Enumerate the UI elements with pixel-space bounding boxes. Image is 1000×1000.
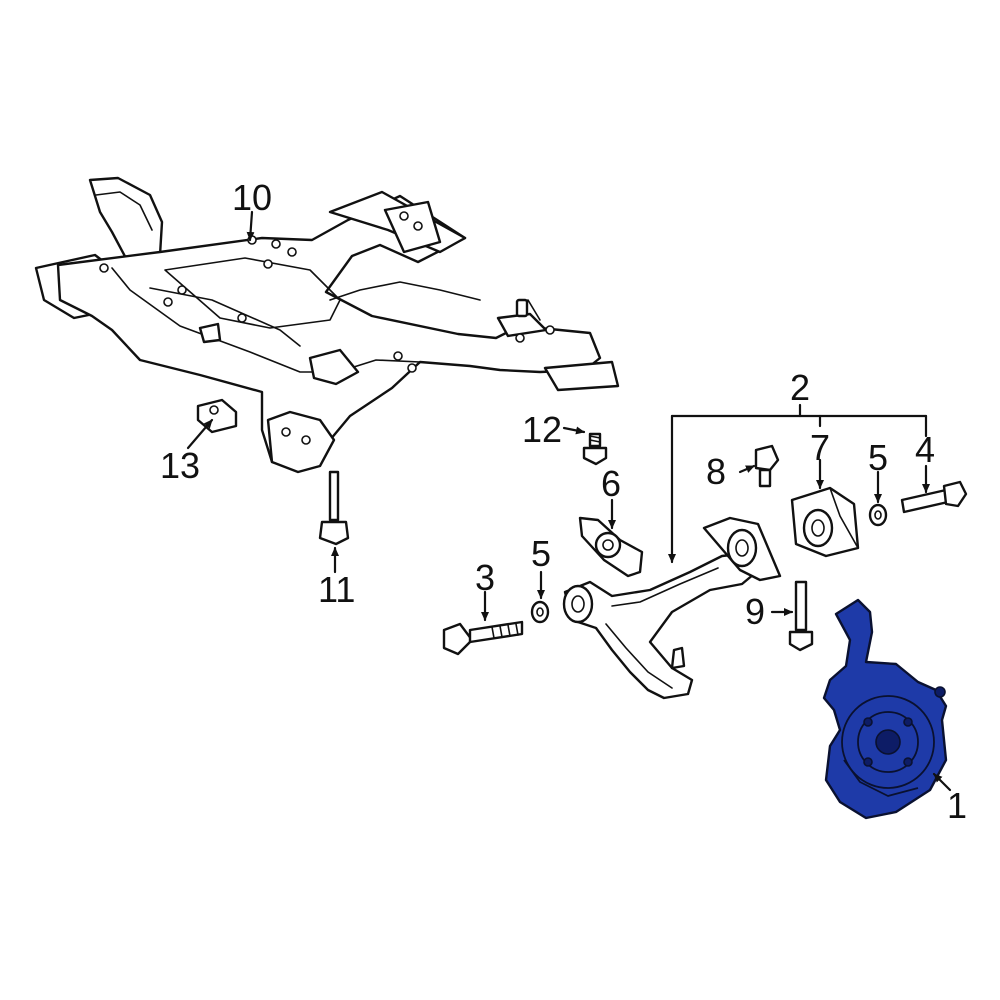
front-bushing	[578, 516, 644, 578]
callout-7: 7	[810, 427, 830, 468]
callout-4: 4	[915, 429, 935, 470]
lower-control-arm	[562, 516, 782, 700]
bushing-bolt-4	[900, 480, 968, 514]
callout-3: 3	[475, 557, 495, 598]
steering-knuckle	[822, 598, 948, 820]
callout-5: 5	[531, 533, 551, 574]
bushing-bolt-8	[754, 444, 780, 488]
leader-lines	[186, 210, 952, 792]
callout-10: 10	[232, 177, 272, 218]
engine-cradle	[34, 176, 620, 474]
callout-11: 11	[318, 569, 355, 610]
callout-5: 5	[868, 437, 888, 478]
callout-9: 9	[745, 591, 765, 632]
nut-clip	[196, 398, 238, 434]
callout-12: 12	[522, 409, 562, 450]
cradle-bolt-11	[318, 470, 350, 546]
callout-1: 1	[947, 785, 967, 826]
washer	[868, 503, 888, 527]
arm-front-bolt	[442, 620, 524, 656]
cradle-bolt-12	[582, 432, 608, 466]
rear-bushing	[790, 486, 860, 558]
callouts: 10 13 11 12 6 5 3 2 8 7 5 4 9 1	[160, 177, 967, 826]
callout-13: 13	[160, 445, 200, 486]
knuckle-bolt-9	[788, 580, 814, 652]
washer	[530, 600, 550, 624]
callout-6: 6	[601, 463, 621, 504]
callout-2: 2	[790, 367, 810, 408]
callout-8: 8	[706, 451, 726, 492]
